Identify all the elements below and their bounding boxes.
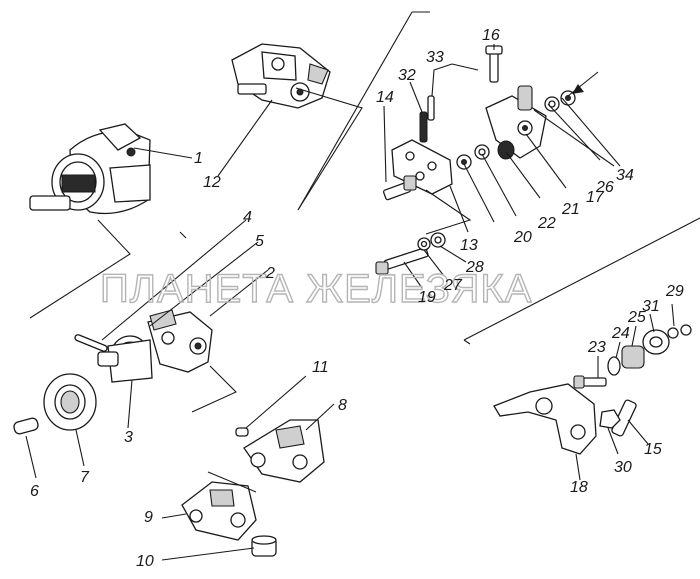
callout-29: 29 xyxy=(665,283,684,300)
callout-26: 26 xyxy=(595,179,614,196)
callout-27: 27 xyxy=(443,277,463,294)
part-8-lever xyxy=(243,419,325,483)
part-11-pin xyxy=(235,427,249,437)
part-19-bolt xyxy=(375,247,429,275)
part-25-spring xyxy=(621,345,645,369)
part-10-sleeve xyxy=(251,535,277,557)
callout-34: 34 xyxy=(616,167,634,184)
part-17-lever xyxy=(485,85,547,159)
callout-15: 15 xyxy=(644,441,662,458)
callout-14: 14 xyxy=(376,89,394,106)
callout-1: 1 xyxy=(194,150,203,167)
callout-23: 23 xyxy=(587,339,606,356)
callout-13: 13 xyxy=(460,237,478,254)
part-30-nut xyxy=(599,409,621,429)
callout-28: 28 xyxy=(465,259,484,276)
part-2-bracket xyxy=(147,309,213,373)
callout-2: 2 xyxy=(265,265,275,282)
callout-25: 25 xyxy=(627,309,646,326)
callout-21: 21 xyxy=(561,201,580,218)
callout-3: 3 xyxy=(124,429,133,446)
callout-17: 17 xyxy=(586,189,605,206)
callout-19: 19 xyxy=(418,289,436,306)
callout-11: 11 xyxy=(312,359,329,376)
part-31-nut xyxy=(642,329,670,355)
part-28-washer xyxy=(430,232,446,248)
callout-5: 5 xyxy=(255,233,264,250)
part-33-pin xyxy=(427,95,435,121)
part-21-bushing xyxy=(497,140,515,160)
part-29-nut xyxy=(667,324,692,339)
part-16-bolt xyxy=(485,45,503,83)
part-20-nut xyxy=(456,154,472,170)
callout-33: 33 xyxy=(426,49,444,66)
leader-lines xyxy=(25,44,675,561)
callout-8: 8 xyxy=(338,397,347,414)
part-14-bolt xyxy=(382,175,417,201)
callout-4: 4 xyxy=(243,209,252,226)
callout-24: 24 xyxy=(611,325,630,342)
part-9-lever xyxy=(181,481,257,541)
callout-31: 31 xyxy=(642,298,660,315)
callout-6: 6 xyxy=(30,483,39,500)
part-15-stud xyxy=(611,399,637,437)
part-18-lever xyxy=(493,383,597,455)
callout-10: 10 xyxy=(136,553,154,570)
callout-18: 18 xyxy=(570,479,588,496)
callout-16: 16 xyxy=(482,27,500,44)
callouts: 1 2 3 4 5 6 7 8 9 10 11 12 13 14 15 16 1… xyxy=(30,27,684,570)
callout-12: 12 xyxy=(203,174,221,191)
part-24-washer xyxy=(607,356,621,376)
callout-7: 7 xyxy=(80,469,90,486)
callout-20: 20 xyxy=(513,229,532,246)
assembly-lines xyxy=(29,11,700,493)
part-26-washer xyxy=(544,96,560,112)
part-3-gear-assembly xyxy=(97,335,153,383)
part-12-cover xyxy=(231,43,331,109)
part-4-pin xyxy=(74,334,108,352)
part-23-bolt xyxy=(573,375,607,389)
part-1-housing xyxy=(29,123,151,215)
part-7-bearing xyxy=(43,373,97,431)
watermark: ПЛАНЕТА ЖЕЛЕЗЯКА xyxy=(100,267,532,311)
callout-30: 30 xyxy=(614,459,632,476)
part-6-bushing xyxy=(13,417,39,435)
callout-32: 32 xyxy=(398,67,416,84)
callout-9: 9 xyxy=(144,509,153,526)
part-27-washer xyxy=(417,237,431,251)
part-22-washer xyxy=(474,144,490,160)
part-32-pin xyxy=(419,111,428,143)
callout-22: 22 xyxy=(537,215,556,232)
